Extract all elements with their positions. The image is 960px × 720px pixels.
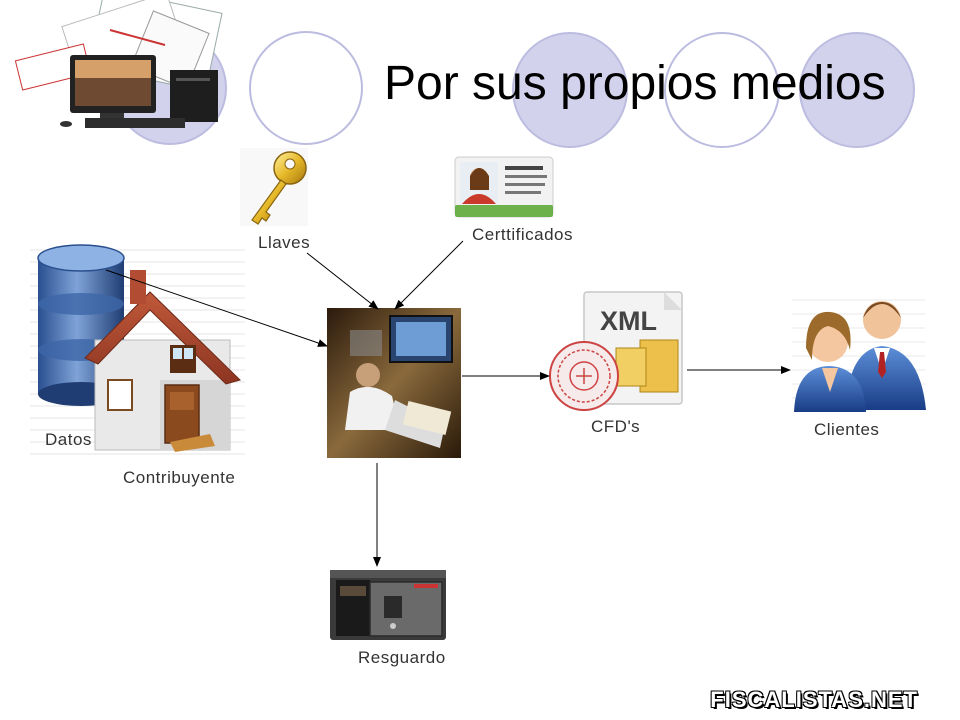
certificate-card-icon <box>454 156 554 218</box>
label-llaves: Llaves <box>258 233 311 252</box>
arrow-datos-to-worker <box>105 269 328 347</box>
label-contribuyente: Contribuyente <box>123 468 236 487</box>
seal-stamp-icon <box>549 341 619 411</box>
database-icon <box>30 244 245 455</box>
clients-people-icon <box>792 299 926 412</box>
arrow-llaves-to-worker <box>306 252 379 310</box>
label-datos: Datos <box>45 430 92 449</box>
key-icon <box>240 148 308 226</box>
label-clientes: Clientes <box>814 420 880 439</box>
office-worker-photo <box>327 308 461 458</box>
house-icon <box>84 270 241 452</box>
computer-documents-icon <box>14 0 223 128</box>
slide-title: Por sus propios medios <box>384 57 886 110</box>
arrow-certificados-to-worker <box>394 240 464 310</box>
decorative-circles <box>113 31 915 148</box>
xml-badge: XML <box>600 306 657 336</box>
label-certificados: Certtificados <box>472 225 573 244</box>
label-cfds: CFD's <box>591 417 641 436</box>
brand-watermark: FISCALISTAS.NET <box>710 687 918 712</box>
safe-icon <box>330 570 446 640</box>
flow-arrows <box>105 240 791 567</box>
label-resguardo: Resguardo <box>358 648 446 667</box>
